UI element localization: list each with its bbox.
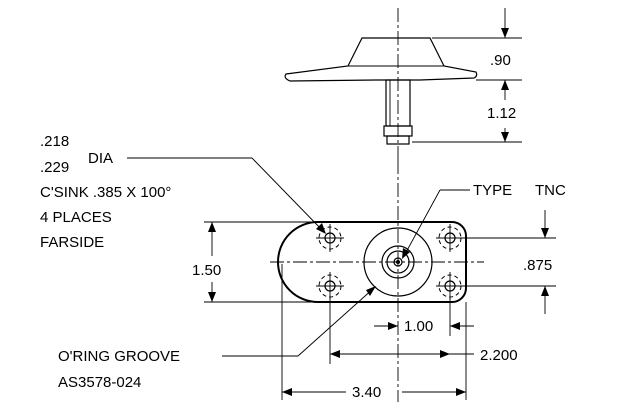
mount-hole-bottom-right (436, 272, 464, 300)
dim-height-label: .90 (490, 52, 511, 69)
hole-dia-max: .229 (40, 159, 69, 176)
csink-note: C'SINK .385 X 100° (40, 184, 171, 201)
plan-view (127, 157, 556, 402)
connector-type-label: TYPE (473, 182, 512, 199)
oring-groove-spec: AS3578-024 (58, 374, 141, 391)
hole-dia-label: DIA (88, 150, 113, 167)
mount-hole-top-left (316, 224, 344, 252)
side-view (284, 8, 522, 160)
farside-note: FARSIDE (40, 234, 104, 251)
dim-plate-height: 1.50 (192, 262, 221, 279)
places-note: 4 PLACES (40, 209, 112, 226)
mount-hole-top-right (436, 224, 464, 252)
connector-type-value: TNC (535, 182, 566, 199)
dim-pin-length-label: 1.12 (487, 105, 516, 122)
hole-dia-min: .218 (40, 133, 69, 150)
dim-hole-spacing: 1.00 (404, 318, 433, 335)
dim-center-to-end: 2.200 (480, 347, 518, 364)
oring-groove-label: O'RING GROOVE (58, 348, 180, 365)
mount-hole-bottom-left (316, 272, 344, 300)
dim-overall-length: 3.40 (352, 384, 381, 401)
dim-hole-vertical-spacing: .875 (523, 257, 552, 274)
